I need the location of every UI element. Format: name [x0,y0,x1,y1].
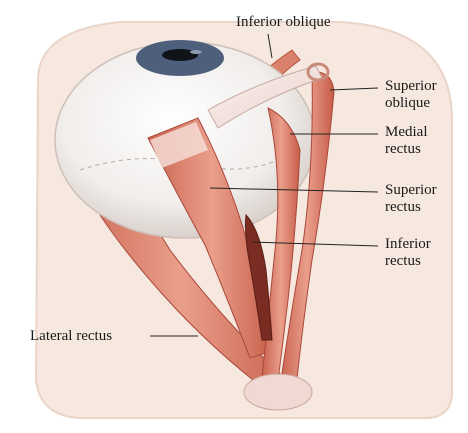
label-medial-rectus-line2: rectus [385,141,428,158]
label-superior-oblique: Superior oblique [385,78,437,112]
annulus-of-zinn [244,374,312,410]
label-inferior-rectus-line2: rectus [385,253,431,270]
label-medial-rectus: Medial rectus [385,124,428,158]
label-inferior-rectus: Inferior rectus [385,236,431,270]
label-superior-rectus-line2: rectus [385,199,437,216]
label-superior-oblique-line1: Superior [385,78,437,95]
label-inferior-oblique: Inferior oblique [236,14,331,31]
label-medial-rectus-line1: Medial [385,124,428,141]
label-inferior-rectus-line1: Inferior [385,236,431,253]
label-superior-rectus: Superior rectus [385,182,437,216]
iris-highlight [190,50,202,54]
label-lateral-rectus: Lateral rectus [30,328,112,345]
label-superior-rectus-line1: Superior [385,182,437,199]
label-superior-oblique-line2: oblique [385,95,437,112]
